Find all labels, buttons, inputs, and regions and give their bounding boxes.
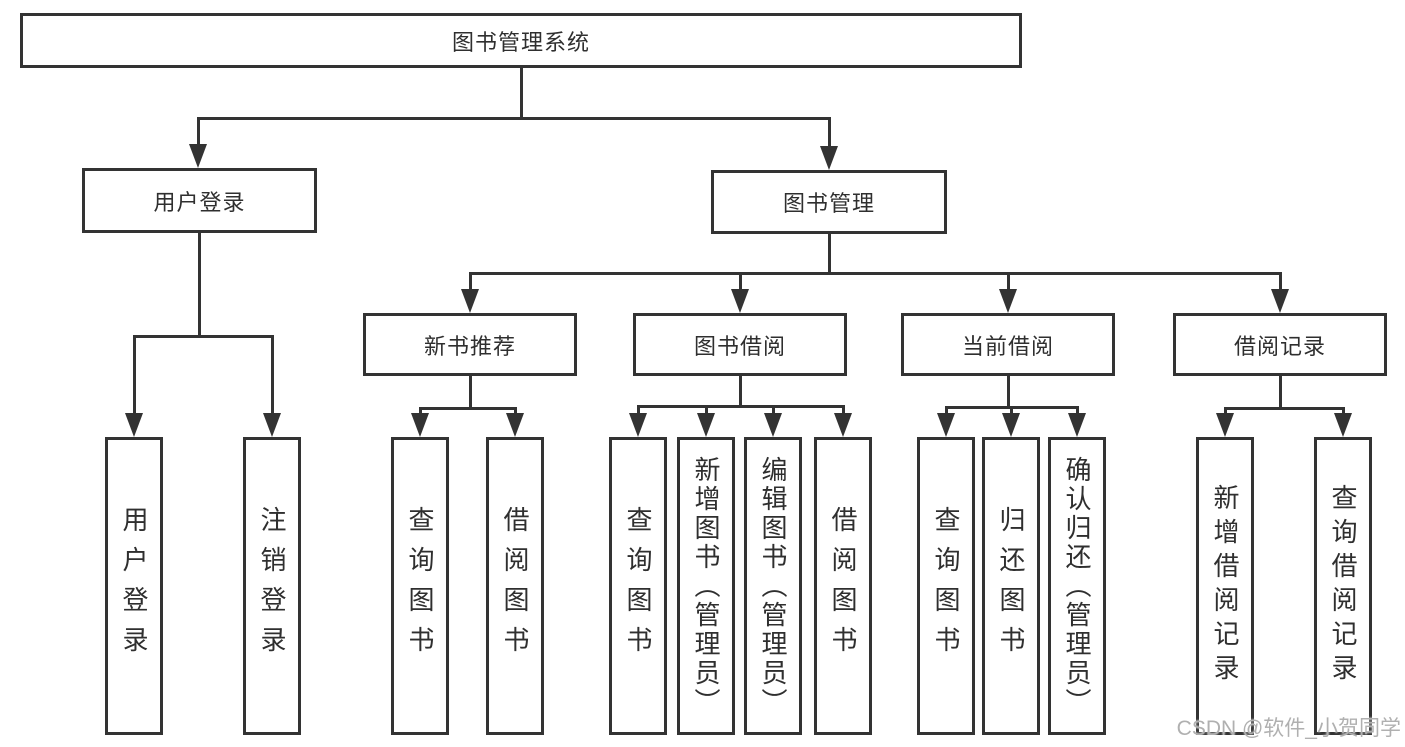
edge-stub — [945, 406, 948, 417]
arrow-down-icon — [411, 413, 429, 437]
arrow-down-icon — [1334, 413, 1352, 437]
leaf-label: 新增借阅记录 — [1210, 484, 1240, 688]
node-label: 新书推荐 — [423, 333, 516, 359]
leaf-add-borrow-record: 新增借阅记录 — [1196, 437, 1254, 735]
edge-current-stem — [1007, 376, 1010, 406]
node-label: 图书管理 — [782, 191, 875, 216]
node-book-management: 图书管理 — [711, 170, 947, 234]
arrow-down-icon — [461, 289, 479, 313]
leaf-query-books-recommend: 查询图书 — [391, 437, 449, 735]
edge-user-login-stem — [198, 233, 201, 335]
edge-level3-bus — [470, 272, 1280, 275]
node-label: 图书借阅 — [693, 333, 786, 359]
arrow-down-icon — [1002, 413, 1020, 437]
edge-stub — [469, 272, 472, 292]
node-borrow-record: 借阅记录 — [1173, 313, 1387, 376]
leaf-label: 查询图书 — [405, 506, 435, 666]
arrow-down-icon — [125, 413, 143, 437]
node-book-borrow: 图书借阅 — [633, 313, 847, 376]
node-new-book-recommend: 新书推荐 — [363, 313, 577, 376]
arrow-down-icon — [697, 413, 715, 437]
edge-level2-bus — [198, 117, 830, 120]
arrow-down-icon — [1216, 413, 1234, 437]
arrow-down-icon — [629, 413, 647, 437]
arrow-down-icon — [834, 413, 852, 437]
leaf-edit-books-admin: 编辑图书（管理员） — [744, 437, 802, 735]
arrow-down-icon — [820, 146, 838, 170]
leaf-query-books-current: 查询图书 — [917, 437, 975, 735]
node-label: 图书管理系统 — [451, 29, 590, 55]
edge-stub — [197, 117, 200, 147]
node-root-library-system: 图书管理系统 — [20, 13, 1022, 68]
edge-stub — [1007, 272, 1010, 292]
leaf-label: 借阅图书 — [500, 506, 530, 666]
leaf-label: 新增图书（管理员） — [691, 455, 721, 717]
edge-new-book-bus — [420, 407, 515, 410]
edge-records-bus — [1225, 407, 1343, 410]
edge-borrow-stem — [739, 376, 742, 405]
edge-stub — [514, 407, 517, 417]
leaf-add-books-admin: 新增图书（管理员） — [677, 437, 735, 735]
arrow-down-icon — [263, 413, 281, 437]
arrow-down-icon — [937, 413, 955, 437]
edge-new-book-stem — [469, 376, 472, 407]
leaf-query-borrow-record: 查询借阅记录 — [1314, 437, 1372, 735]
edge-book-mgmt-stem — [828, 234, 831, 272]
edge-stub — [637, 405, 640, 417]
leaf-query-books-borrow: 查询图书 — [609, 437, 667, 735]
leaf-label: 查询借阅记录 — [1328, 484, 1358, 688]
edge-user-login-bus — [134, 335, 272, 338]
node-current-borrow: 当前借阅 — [901, 313, 1115, 376]
arrow-down-icon — [1068, 413, 1086, 437]
leaf-label: 注销登录 — [257, 506, 287, 666]
arrow-down-icon — [506, 413, 524, 437]
edge-stub — [1076, 406, 1079, 417]
arrow-down-icon — [189, 144, 207, 168]
edge-stub — [842, 405, 845, 417]
leaf-borrow-books: 借阅图书 — [814, 437, 872, 735]
leaf-confirm-return-admin: 确认归还（管理员） — [1048, 437, 1106, 735]
edge-stub — [772, 405, 775, 417]
arrow-down-icon — [764, 413, 782, 437]
leaf-label: 归还图书 — [996, 506, 1026, 666]
edge-stub — [1279, 272, 1282, 292]
leaf-user-login: 用户登录 — [105, 437, 163, 735]
leaf-label: 确认归还（管理员） — [1062, 455, 1092, 717]
leaf-logout: 注销登录 — [243, 437, 301, 735]
edge-stub — [419, 407, 422, 417]
leaf-label: 编辑图书（管理员） — [758, 455, 788, 717]
leaf-label: 用户登录 — [119, 506, 149, 666]
edge-stub — [828, 117, 831, 149]
leaf-borrow-books-recommend: 借阅图书 — [486, 437, 544, 735]
node-label: 借阅记录 — [1233, 333, 1326, 359]
edge-stub — [133, 335, 136, 415]
edge-stub — [705, 405, 708, 417]
edge-root-stem — [520, 68, 523, 117]
csdn-watermark: CSDN @软件_小贺同学 — [1176, 717, 1401, 740]
arrow-down-icon — [731, 289, 749, 313]
edge-stub — [1224, 407, 1227, 417]
edge-records-stem — [1279, 376, 1282, 407]
leaf-return-books: 归还图书 — [982, 437, 1040, 735]
edge-stub — [1342, 407, 1345, 417]
leaf-label: 借阅图书 — [828, 506, 858, 666]
edge-stub — [1010, 406, 1013, 417]
node-label: 当前借阅 — [961, 333, 1054, 359]
leaf-label: 查询图书 — [931, 506, 961, 666]
node-label: 用户登录 — [153, 189, 246, 215]
edge-stub — [271, 335, 274, 415]
leaf-label: 查询图书 — [623, 506, 653, 666]
arrow-down-icon — [999, 289, 1017, 313]
edge-stub — [739, 272, 742, 292]
arrow-down-icon — [1271, 289, 1289, 313]
edge-borrow-bus — [638, 405, 843, 408]
node-user-login: 用户登录 — [82, 168, 317, 233]
